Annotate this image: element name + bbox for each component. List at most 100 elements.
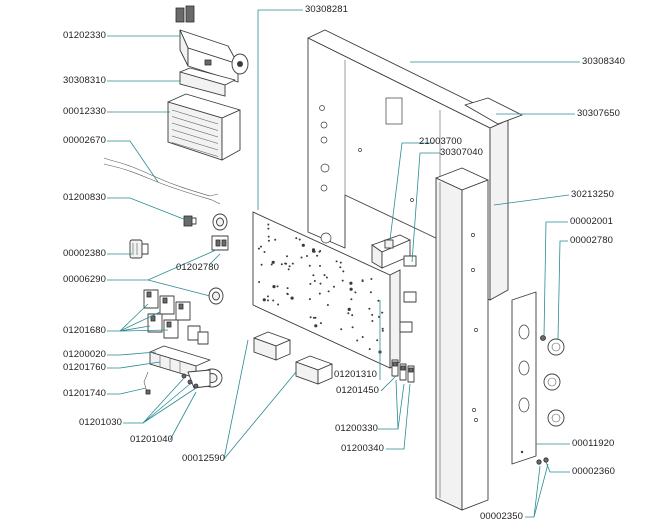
terminal-row: [149, 345, 211, 379]
plate-hole: [308, 264, 311, 267]
label-01200020: 01200020: [63, 349, 107, 360]
label-00002780: 00002780: [570, 235, 614, 246]
plate-hole: [371, 320, 374, 322]
plate-hole: [377, 315, 380, 318]
plate-hole: [371, 313, 374, 316]
plate-hole: [312, 316, 315, 319]
plate-hole: [257, 247, 260, 250]
plate-hole: [323, 274, 326, 277]
transformers: [253, 331, 333, 385]
mounting-plate: [252, 211, 401, 369]
plate-hole: [262, 298, 266, 302]
connector-block: [371, 234, 417, 333]
plate-hole: [266, 295, 269, 298]
label-00012590: 00012590: [182, 453, 226, 464]
fan-bracket: [179, 67, 236, 97]
plate-hole: [286, 287, 289, 290]
plate-hole: [313, 280, 316, 282]
label-21003700: 21003700: [419, 136, 463, 147]
label-00002670: 00002670: [63, 135, 107, 146]
plate-hole: [258, 281, 261, 283]
plate-hole: [333, 285, 335, 288]
label-00011920: 00011920: [572, 438, 615, 449]
grille-slat: [171, 122, 219, 138]
label-30308340: 30308340: [582, 56, 626, 67]
label-00002360: 00002360: [572, 466, 616, 477]
plate-hole: [311, 248, 316, 252]
contactors: [143, 289, 209, 345]
plate-hole: [381, 329, 384, 332]
grommets: [208, 213, 228, 305]
plate-hole: [318, 292, 321, 295]
label-01200830: 01200830: [63, 192, 107, 203]
plate-hole: [318, 250, 321, 253]
plate-hole: [325, 276, 328, 279]
relay: [211, 235, 229, 251]
label-01202780: 01202780: [176, 262, 220, 273]
plate-hole: [335, 260, 338, 263]
plate-hole: [381, 327, 384, 330]
plate-hole: [376, 339, 379, 342]
plate-hole: [349, 281, 353, 285]
label-01200340: 01200340: [341, 443, 385, 454]
label-30213250: 30213250: [571, 189, 615, 200]
leader-lines: [107, 9, 580, 518]
grille-slat: [171, 116, 219, 131]
fan-motor: [175, 5, 249, 83]
plate-hole: [314, 316, 317, 319]
plate-hole: [354, 291, 357, 294]
cable-clip: [183, 215, 197, 227]
plate-hole: [274, 238, 277, 241]
plate-hole: [349, 287, 353, 291]
plate-hole: [341, 279, 344, 282]
plate-hole: [309, 282, 312, 285]
plate-hole: [263, 251, 266, 253]
label-01202330: 01202330: [63, 30, 107, 41]
plate-hole: [319, 282, 322, 285]
label-30308310: 30308310: [63, 75, 107, 86]
plate-hole: [326, 304, 329, 306]
plate-hole: [327, 290, 330, 293]
capacitor: [187, 368, 223, 389]
cable: [103, 157, 221, 205]
plate-hole: [286, 292, 289, 295]
label-00002380: 00002380: [63, 248, 107, 259]
plate-hole: [347, 312, 350, 315]
plate-hole: [306, 255, 308, 257]
plate-hole: [319, 264, 321, 267]
label-00012330: 00012330: [63, 106, 107, 117]
front-column: [435, 167, 489, 511]
plate-hole: [377, 299, 380, 302]
heater-grille: [167, 93, 241, 161]
fuse: [143, 371, 151, 395]
plate-hole: [287, 268, 290, 271]
plate-hole: [288, 265, 291, 268]
label-00002001: 00002001: [570, 216, 614, 227]
plate-hole: [267, 223, 270, 226]
grille-slat: [171, 129, 219, 144]
label-01201030: 01201030: [79, 417, 123, 428]
plate-hole: [340, 328, 343, 331]
plate-hole: [260, 245, 262, 248]
plate-hole: [368, 348, 371, 351]
plate-hole: [300, 256, 303, 259]
label-01201310: 01201310: [334, 369, 378, 380]
plate-hole: [295, 237, 298, 240]
label-01201450: 01201450: [336, 385, 380, 396]
grille-slat: [171, 142, 219, 157]
plate-hole: [368, 307, 371, 310]
plate-hole: [361, 336, 364, 338]
plate-hole: [314, 324, 318, 328]
plate-hole: [308, 298, 311, 301]
label-30307040: 30307040: [440, 147, 484, 158]
plate-hole: [267, 227, 270, 230]
plate-hole: [286, 255, 288, 258]
label-01201040: 01201040: [130, 434, 174, 445]
plate-hole: [285, 262, 288, 265]
plate-hole: [319, 322, 322, 325]
label-01201680: 01201680: [63, 325, 107, 336]
label-00006290: 00006290: [63, 274, 107, 285]
plate-hole: [267, 239, 270, 242]
plate-hole: [356, 339, 359, 342]
plate-hole: [369, 291, 372, 294]
